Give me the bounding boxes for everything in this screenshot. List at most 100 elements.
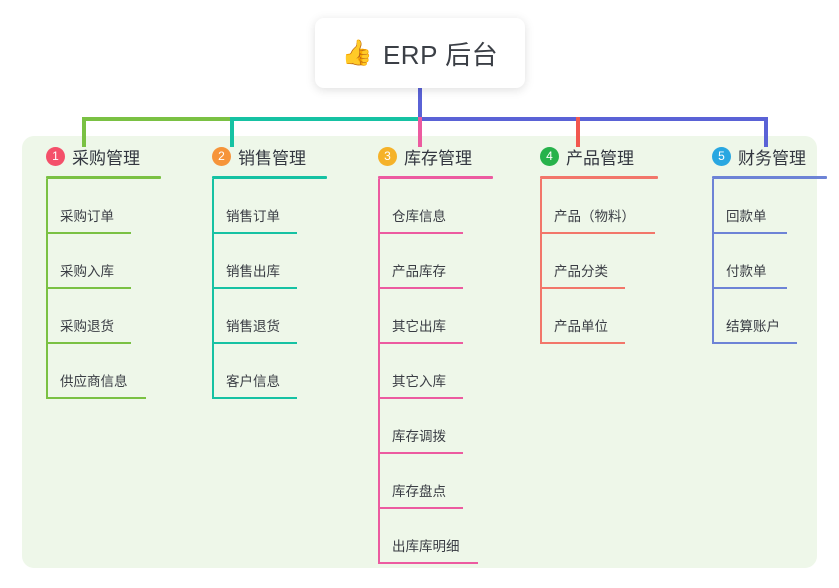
list-item[interactable]: 库存盘点	[362, 454, 532, 509]
list-item-rule	[540, 232, 655, 234]
column-title-sales: 销售管理	[238, 148, 306, 168]
list-item[interactable]: 销售出库	[196, 234, 356, 289]
thumbs-up-icon: 👍	[341, 38, 373, 67]
diagram-panel	[22, 136, 817, 568]
column-rule-finance	[712, 176, 827, 179]
column-spine-purchase	[46, 179, 48, 399]
root-node-erp-backend[interactable]: 👍 ERP 后台	[315, 18, 525, 88]
column-title-product: 产品管理	[566, 148, 634, 168]
list-item-rule	[712, 232, 787, 234]
list-item-label: 出库库明细	[392, 539, 460, 554]
list-item-rule	[46, 342, 131, 344]
column-badge-sales: 2	[212, 146, 231, 166]
list-item-label: 供应商信息	[60, 374, 128, 389]
list-item-rule	[46, 232, 131, 234]
list-item-label: 采购入库	[60, 264, 114, 279]
list-item[interactable]: 采购退货	[30, 289, 190, 344]
column-title-finance: 财务管理	[738, 148, 806, 168]
list-item-label: 客户信息	[226, 374, 280, 389]
list-item-rule	[212, 342, 297, 344]
column-rule-product	[540, 176, 658, 179]
list-item-label: 采购订单	[60, 209, 114, 224]
column-finance: 5 财务管理回款单付款单结算账户	[696, 142, 836, 344]
column-header-finance[interactable]: 5 财务管理	[696, 142, 836, 170]
list-item-label: 库存盘点	[392, 484, 446, 499]
list-item-label: 产品（物料）	[554, 209, 635, 224]
list-item[interactable]: 采购订单	[30, 179, 190, 234]
list-item-rule	[212, 232, 297, 234]
column-badge-finance: 5	[712, 146, 731, 166]
list-item-label: 库存调拨	[392, 429, 446, 444]
list-item-label: 销售出库	[226, 264, 280, 279]
list-item[interactable]: 结算账户	[696, 289, 836, 344]
list-item-label: 销售退货	[226, 319, 280, 334]
list-item[interactable]: 销售订单	[196, 179, 356, 234]
list-item[interactable]: 回款单	[696, 179, 836, 234]
list-item-rule	[540, 342, 625, 344]
list-item-rule	[46, 397, 146, 399]
list-item-rule	[712, 287, 787, 289]
list-item[interactable]: 产品（物料）	[524, 179, 704, 234]
list-item-label: 回款单	[726, 209, 767, 224]
list-item-label: 采购退货	[60, 319, 114, 334]
list-item-rule	[378, 397, 463, 399]
list-item-label: 其它出库	[392, 319, 446, 334]
bus-segment-green	[82, 117, 230, 121]
bus-segment-teal	[230, 117, 418, 121]
list-item-rule	[378, 452, 463, 454]
list-item-label: 其它入库	[392, 374, 446, 389]
column-product: 4 产品管理产品（物料） 产品分类产品单位	[524, 142, 704, 344]
list-item[interactable]: 其它入库	[362, 344, 532, 399]
list-item-rule	[378, 232, 463, 234]
list-item[interactable]: 销售退货	[196, 289, 356, 344]
list-item[interactable]: 客户信息	[196, 344, 356, 399]
column-header-product[interactable]: 4 产品管理	[524, 142, 704, 170]
list-item-label: 销售订单	[226, 209, 280, 224]
column-items-product: 产品（物料） 产品分类产品单位	[524, 179, 704, 344]
column-rule-purchase	[46, 176, 161, 179]
root-node-title: ERP 后台	[382, 39, 499, 70]
list-item[interactable]: 库存调拨	[362, 399, 532, 454]
column-items-sales: 销售订单销售出库销售退货客户信息	[196, 179, 356, 399]
column-rule-inventory	[378, 176, 493, 179]
list-item[interactable]: 仓库信息	[362, 179, 532, 234]
list-item-label: 仓库信息	[392, 209, 446, 224]
drop-sales	[230, 117, 234, 147]
list-item-rule	[378, 562, 478, 564]
list-item-rule	[540, 287, 625, 289]
list-item[interactable]: 产品分类	[524, 234, 704, 289]
drop-finance	[764, 117, 768, 147]
list-item-rule	[712, 342, 797, 344]
list-item[interactable]: 其它出库	[362, 289, 532, 344]
list-item[interactable]: 供应商信息	[30, 344, 190, 399]
drop-inventory	[418, 117, 422, 147]
list-item[interactable]: 产品库存	[362, 234, 532, 289]
list-item-label: 产品单位	[554, 319, 608, 334]
column-spine-inventory	[378, 179, 380, 564]
column-spine-product	[540, 179, 542, 344]
column-sales: 2 销售管理销售订单销售出库销售退货客户信息	[196, 142, 356, 399]
root-stem	[418, 86, 422, 121]
column-header-sales[interactable]: 2 销售管理	[196, 142, 356, 170]
list-item-label: 产品库存	[392, 264, 446, 279]
list-item[interactable]: 产品单位	[524, 289, 704, 344]
list-item[interactable]: 采购入库	[30, 234, 190, 289]
column-badge-product: 4	[540, 146, 559, 166]
list-item-label: 产品分类	[554, 264, 608, 279]
list-item-label: 付款单	[726, 264, 767, 279]
column-items-inventory: 仓库信息产品库存其它出库其它入库库存调拨库存盘点出库库明细	[362, 179, 532, 564]
column-badge-purchase: 1	[46, 146, 65, 166]
drop-product	[576, 117, 580, 147]
column-spine-sales	[212, 179, 214, 399]
column-spine-finance	[712, 179, 714, 344]
list-item[interactable]: 出库库明细	[362, 509, 532, 564]
list-item[interactable]: 付款单	[696, 234, 836, 289]
column-items-finance: 回款单付款单结算账户	[696, 179, 836, 344]
column-rule-sales	[212, 176, 327, 179]
column-items-purchase: 采购订单采购入库采购退货供应商信息	[30, 179, 190, 399]
list-item-rule	[46, 287, 131, 289]
